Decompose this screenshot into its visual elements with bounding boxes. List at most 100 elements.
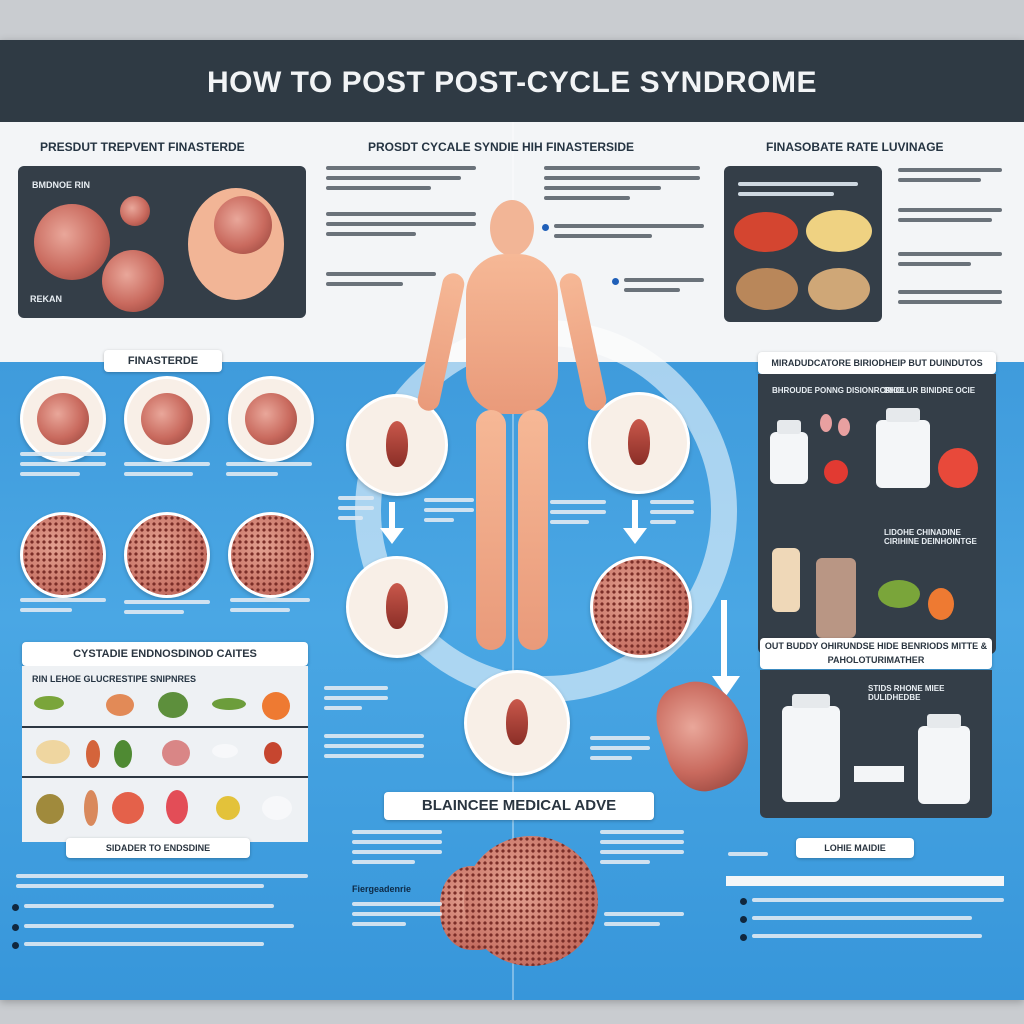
salmon-icon (112, 792, 144, 824)
cell-cluster-icon (124, 512, 210, 598)
text-block (554, 224, 704, 244)
dropper-bottle-icon (772, 548, 800, 612)
panel-subtitle: BHOLUR BINIDRE OCIE (884, 386, 976, 395)
follicle-icon (628, 419, 650, 465)
text-block (324, 686, 388, 716)
bullet-icon (542, 224, 549, 231)
tissue-sample-icon (34, 204, 110, 280)
cucumber-icon (878, 580, 920, 608)
cell-cluster-icon (590, 556, 692, 658)
text-highlight (726, 876, 1004, 886)
follicle-circle (346, 394, 448, 496)
follicle-circle (20, 376, 106, 462)
text-block (624, 278, 704, 298)
infographic-poster: HOW TO POST POST-CYCLE SYNDROME PRESDUT … (0, 40, 1024, 1000)
text-block (604, 912, 684, 932)
cell-cluster-icon (20, 512, 106, 598)
center-banner: BLAINCEE MEDICAL ADVE (384, 792, 654, 820)
mushroom-bowl-icon (808, 268, 870, 310)
follicle-circle (346, 556, 448, 658)
foods-title: CYSTADIE ENDNOSDINOD CAITES (22, 642, 308, 666)
text-block (326, 272, 436, 292)
supplement-bottle-icon (770, 420, 808, 484)
bullet-icon (612, 278, 619, 285)
text-block (352, 902, 442, 932)
section-label-finasteride: FINASTERDE (104, 350, 222, 372)
text-block (16, 874, 308, 894)
section-title-top-right: FINASOBATE RATE LUVINAGE (766, 140, 944, 154)
follicle-icon (37, 393, 89, 445)
page-title: HOW TO POST POST-CYCLE SYNDROME (207, 66, 817, 99)
text-block (544, 166, 700, 206)
panel-label-bottom: REKAN (30, 294, 63, 304)
text-block (898, 290, 1002, 310)
text-block (600, 830, 684, 870)
title-bar: HOW TO POST POST-CYCLE SYNDROME (0, 40, 1024, 122)
arrow-down-icon (380, 528, 404, 544)
fries-bowl-icon (806, 210, 872, 252)
text-block (728, 852, 768, 862)
pill-icon (36, 740, 70, 764)
text-block (24, 942, 264, 952)
text-block (324, 734, 424, 764)
text-block (124, 600, 210, 620)
pepper-icon (86, 740, 100, 768)
food-panel (724, 166, 882, 322)
bullet-icon (12, 924, 19, 931)
supplement-bottle-icon (816, 558, 856, 638)
tissue-sample-icon (464, 836, 598, 966)
apple-icon (938, 448, 978, 488)
beans-icon (34, 696, 64, 710)
brain-icon (214, 196, 272, 254)
arrow-down-icon (623, 528, 647, 544)
follicle-circle (124, 376, 210, 462)
follicle-icon (245, 393, 297, 445)
capsule-icon (212, 744, 238, 758)
text-block (738, 182, 858, 202)
cell-cluster-icon (228, 512, 314, 598)
bottle-cap (885, 408, 921, 422)
panel-label-top: BMDNOE RIN (32, 180, 90, 190)
figure-leg-left (476, 410, 506, 650)
follicle-circle (228, 376, 314, 462)
tablet-icon (262, 796, 292, 820)
garlic-icon (162, 740, 190, 766)
tissue-sample-icon (120, 196, 150, 226)
text-block (338, 496, 374, 526)
bullet-icon (12, 904, 19, 911)
seeds-icon (216, 796, 240, 820)
panel-subtitle: STIDS RHONE MIEE DULIDHEDBE (868, 684, 945, 702)
text-block (424, 498, 474, 528)
foods-panel: RIN LEHOE GLUCRESTIPE SNIPNRES (22, 666, 308, 842)
bullet-icon (740, 898, 747, 905)
text-block (326, 166, 476, 196)
text-block (898, 208, 1002, 228)
text-block (226, 462, 312, 482)
right-panel-title: MIRADUDCATORE BIRIODHEIP BUT DUINDUTOS C… (758, 352, 996, 390)
arrow-down-icon (632, 500, 638, 530)
figure-head (490, 200, 534, 256)
section-title-top-center: PROSDT CYCALE SYNDIE HIH FINASTERSIDE (368, 140, 635, 154)
orange-icon (262, 692, 290, 720)
text-block (20, 452, 106, 482)
panel-subtitle: BHROUDE PONNG DISIONRCRIDE (772, 386, 905, 395)
medication-bottle-icon (782, 694, 840, 802)
bullet-icon (12, 942, 19, 949)
text-block (326, 212, 476, 242)
bottle-cap (927, 714, 961, 728)
text-block (650, 500, 694, 530)
text-block (898, 168, 1002, 188)
capsule-icon (820, 414, 832, 432)
bottle-cap (776, 420, 802, 434)
text-block (20, 598, 106, 618)
bottle-panel-title: OUT BUDDY OHIRUNDSE HIDE BENRIODS MITTE … (760, 638, 992, 669)
bottom-left-label: SIDADER TO ENDSDINE (66, 838, 250, 858)
text-block (752, 898, 1004, 908)
arrow-down-icon (721, 600, 727, 680)
tomato-bowl-icon (734, 212, 798, 252)
divider (22, 776, 308, 778)
foods-subtitle: RIN LEHOE GLUCRESTIPE SNIPNRES (32, 674, 197, 684)
section-title-top-left: PRESDUT TREPVENT FINASTERDE (40, 140, 245, 154)
follicle-icon (141, 393, 193, 445)
apple-icon (824, 460, 848, 484)
